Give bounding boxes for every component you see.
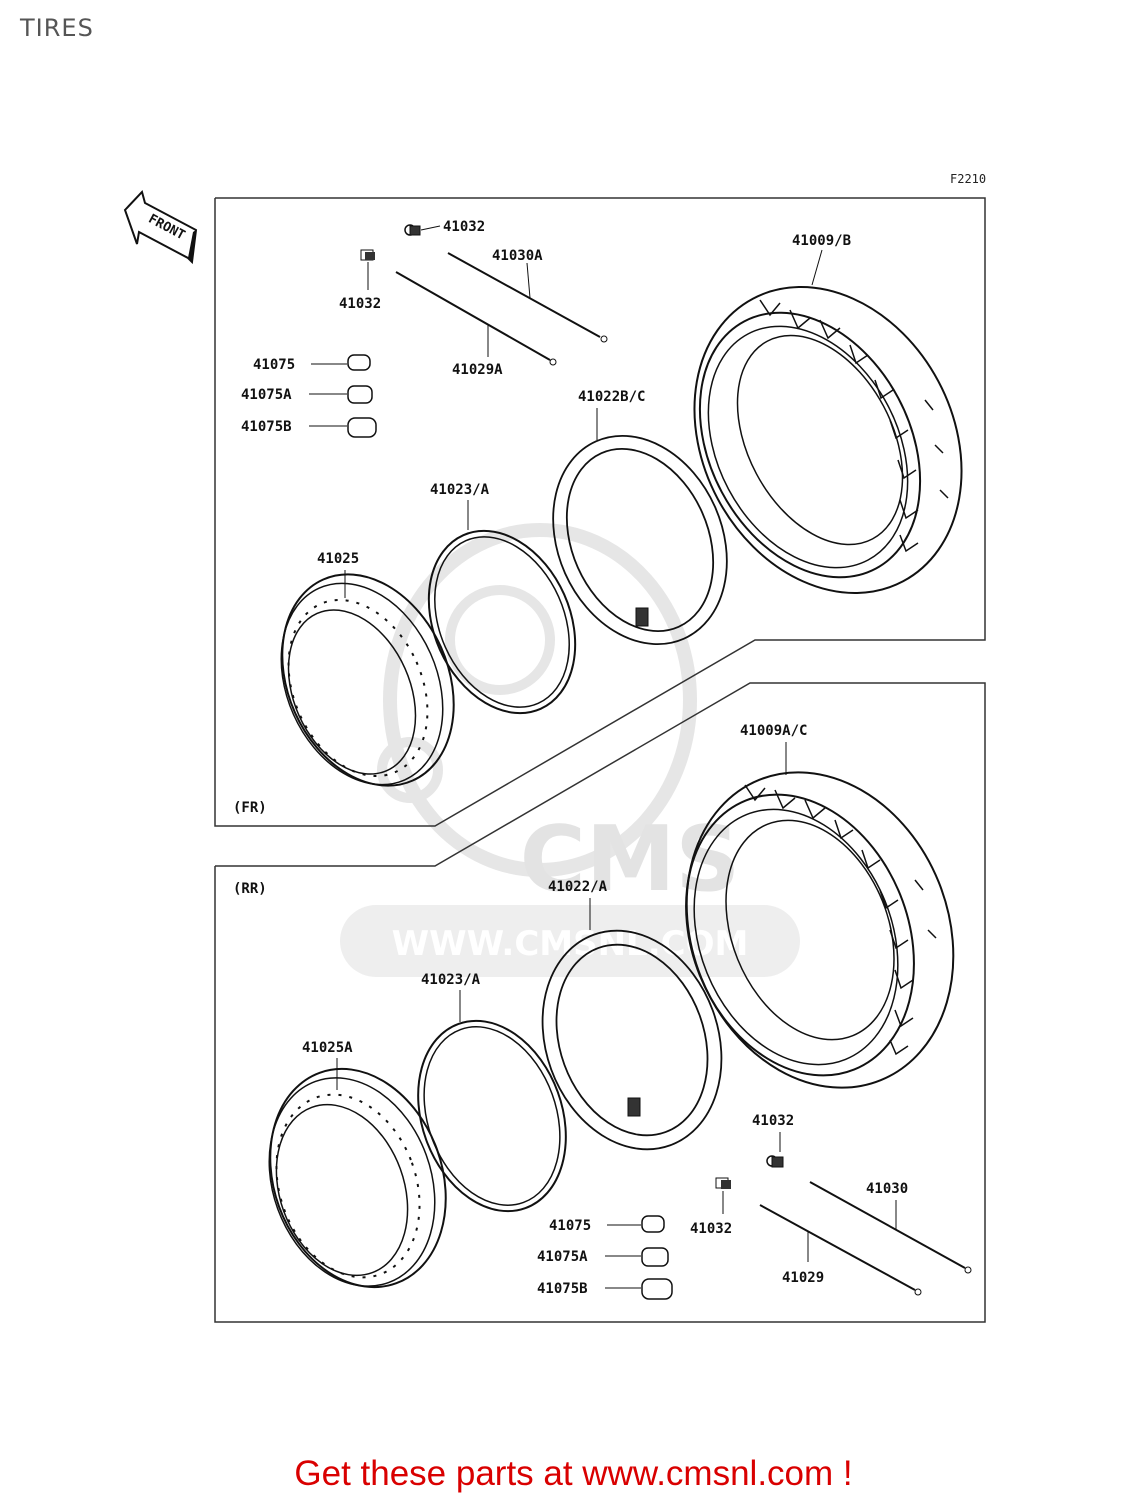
tire-41009b-icon (693, 286, 963, 594)
rim-lock-41075a-rear-icon (641, 1247, 669, 1267)
inner-tube-41022a-icon (541, 929, 723, 1151)
figure-code: F2210 (950, 172, 987, 186)
part-label: 41025 (317, 551, 359, 567)
rim-lock-41075b-rear-icon (641, 1278, 673, 1300)
rear-section-label: (RR) (233, 881, 267, 897)
page-title: TIRES (20, 14, 94, 42)
rim-41025a-icon (268, 1067, 447, 1289)
rear-section-frame (214, 682, 986, 1323)
part-label: 41030 (866, 1181, 908, 1197)
part-label: 41025A (302, 1040, 353, 1056)
tire-41009ac-icon (685, 771, 955, 1089)
part-label: 41029 (782, 1270, 824, 1286)
part-label: 41032 (443, 219, 485, 235)
part-label: 41023/A (430, 482, 490, 498)
spoke-41030-icon (809, 1181, 972, 1274)
part-label: 41075 (253, 357, 295, 373)
part-label: 41022/A (548, 879, 608, 895)
front-arrow-icon: FRONT (123, 190, 198, 265)
valve-core-41032-icon (360, 249, 375, 290)
part-label: 41023/A (421, 972, 481, 988)
watermark-logo: CMS (520, 807, 740, 912)
rim-lock-41075-rear-icon (641, 1215, 665, 1233)
rim-band-41023a-rear-icon (417, 1019, 567, 1213)
valve-core-41032-rear-icon (715, 1177, 731, 1214)
valve-cap-41032-icon (404, 224, 441, 236)
footer-promo-link[interactable]: Get these parts at www.cmsnl.com ! (294, 1454, 853, 1493)
rim-lock-41075-icon (347, 354, 371, 371)
rim-band-41023a-icon (427, 529, 577, 715)
part-label: 41032 (690, 1221, 732, 1237)
rim-41025-icon (280, 573, 455, 787)
part-label: 41030A (492, 248, 543, 264)
rim-lock-41075b-icon (347, 417, 377, 438)
inner-tube-41022bc-icon (552, 434, 728, 646)
watermark: CMS WWW.CMSNL.COM (340, 523, 800, 977)
valve-cap-41032-rear-icon (766, 1155, 784, 1168)
part-label: 41032 (752, 1113, 794, 1129)
spoke-41029a-icon (395, 271, 557, 366)
part-label: 41075B (537, 1281, 588, 1297)
part-label: 41032 (339, 296, 381, 312)
rim-lock-41075a-icon (347, 385, 373, 404)
front-section-label: (FR) (233, 800, 267, 816)
part-label: 41029A (452, 362, 503, 378)
parts-diagram: CMS WWW.CMSNL.COM FRONT (FR) (RR) 41032 … (123, 190, 986, 1323)
part-label: 41009A/C (740, 723, 807, 739)
spoke-41030a-icon (447, 250, 608, 343)
spoke-41029-icon (759, 1204, 922, 1296)
part-label: 41075A (537, 1249, 588, 1265)
part-label: 41075B (241, 419, 292, 435)
part-label: 41075A (241, 387, 292, 403)
part-label: 41075 (549, 1218, 591, 1234)
part-label: 41022B/C (578, 389, 645, 405)
front-section-frame (214, 197, 986, 827)
part-label: 41009/B (792, 233, 851, 249)
